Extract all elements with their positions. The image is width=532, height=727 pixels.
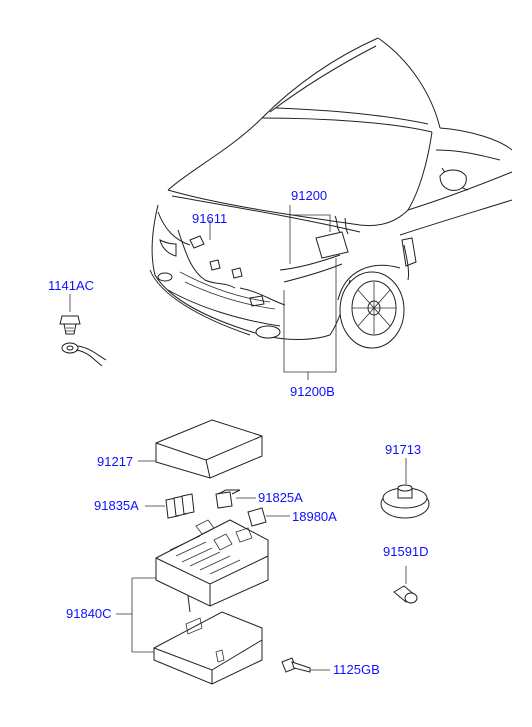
relay-91825a: [215, 489, 256, 509]
fuse-box-cover: [138, 419, 263, 479]
label-18980a[interactable]: 18980A: [292, 509, 337, 524]
fuse-relay-box: [116, 519, 269, 685]
label-91591d[interactable]: 91591D: [383, 544, 429, 559]
grommet-91713: [380, 458, 430, 519]
label-91825a[interactable]: 91825A: [258, 490, 303, 505]
clip-91591d: [393, 566, 418, 604]
bolt-1125gb: [281, 657, 330, 673]
bolt-1141ac: [59, 294, 107, 367]
label-91200b[interactable]: 91200B: [290, 384, 335, 399]
label-1141ac[interactable]: 1141AC: [48, 278, 95, 293]
label-1125gb[interactable]: 1125GB: [333, 662, 380, 677]
label-91217[interactable]: 91217: [97, 454, 134, 469]
label-91611[interactable]: 91611: [192, 211, 228, 226]
label-91200[interactable]: 91200: [291, 188, 328, 203]
label-91840c[interactable]: 91840C: [66, 606, 112, 621]
label-91713[interactable]: 91713: [385, 442, 422, 457]
label-91835a[interactable]: 91835A: [94, 498, 139, 513]
car-leader-lines: [209, 205, 337, 380]
fuses-91835a: [145, 493, 195, 519]
car-illustration: [149, 37, 513, 349]
fuse-18980a: [247, 507, 290, 527]
